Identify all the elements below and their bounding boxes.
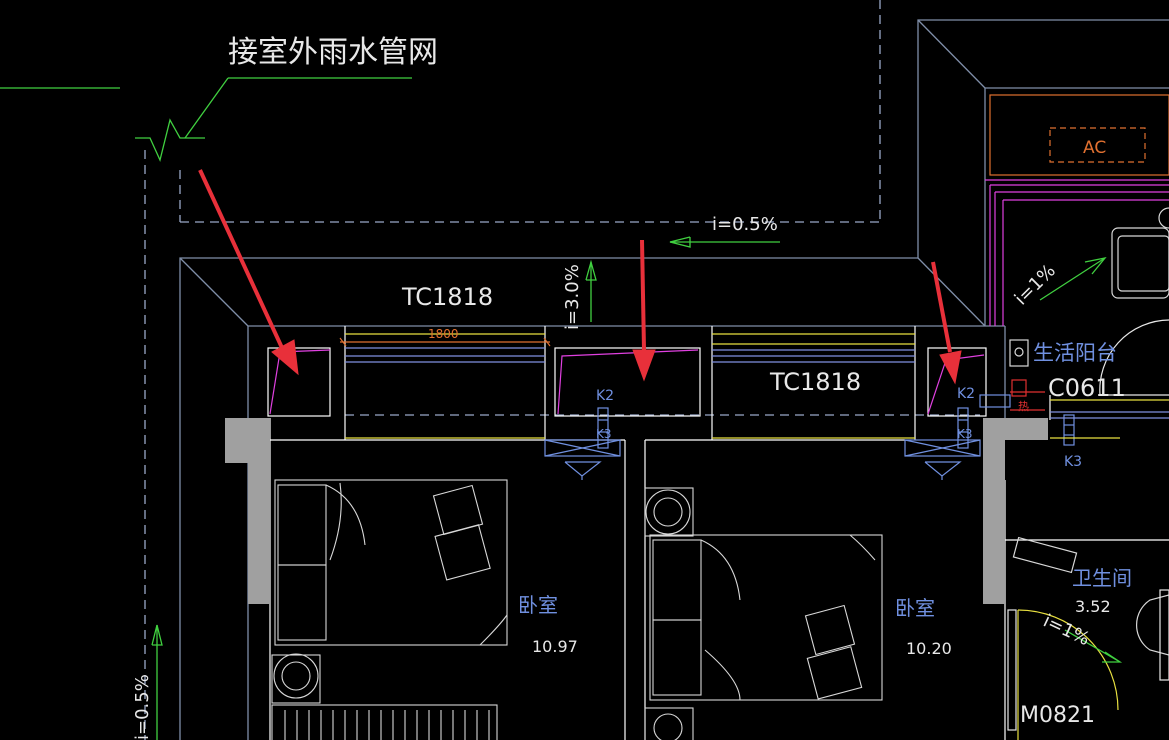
interior-walls [267, 347, 1169, 740]
window-c0611-label: C0611 [1048, 374, 1126, 402]
bedroom-right-area: 10.20 [906, 639, 952, 658]
k3-far-label: K3 [1064, 454, 1082, 470]
vent-symbols [544, 439, 981, 480]
balcony-label: 生活阳台 [1033, 341, 1117, 365]
roof-outline [144, 0, 980, 740]
outdoor-connection-label: 接室外雨水管网 [228, 35, 438, 70]
bedroom-left-label: 卧室 [518, 593, 558, 617]
slope-label-top: i=0.5% [712, 214, 778, 235]
tc1818-left-label: TC1818 [401, 283, 493, 311]
ac-niche-marks [269, 349, 985, 415]
slope-label-vertical: i=3.0% [562, 264, 583, 330]
window-tc1818-right [711, 326, 916, 440]
bedroom-left-area: 10.97 [532, 637, 578, 656]
pipe-markers [597, 407, 1075, 449]
bedroom-right-furniture [644, 487, 883, 740]
bathroom-area: 3.52 [1075, 597, 1111, 616]
tc1818-right-label: TC1818 [769, 368, 861, 396]
bathroom-label: 卫生间 [1072, 566, 1132, 590]
slope-label-balcony: i=1% [1011, 260, 1060, 309]
bedroom-right-label: 卧室 [895, 596, 935, 620]
dimension-1800: 1800 [428, 327, 459, 341]
heater-label: 热 [1018, 400, 1029, 413]
k3-mid-label: K3 [596, 427, 612, 441]
annotation-arrows [198, 169, 962, 385]
rain-pipe [0, 77, 1123, 740]
bathroom-area [1007, 536, 1169, 740]
wall-columns [225, 418, 1048, 604]
bedroom-left-furniture [271, 479, 508, 740]
k2-mid-label: K2 [596, 388, 614, 404]
door-m0821-label: M0821 [1020, 703, 1095, 728]
window-tc1818-left [339, 326, 551, 440]
ac-unit-label: AC [1083, 138, 1106, 158]
k2-right-label: K2 [957, 386, 975, 402]
slope-label-bath: i=1% [1040, 610, 1093, 650]
k3-right-label: K3 [957, 427, 973, 441]
slope-label-left: i=0.5% [132, 674, 153, 740]
balcony-area [979, 94, 1169, 439]
